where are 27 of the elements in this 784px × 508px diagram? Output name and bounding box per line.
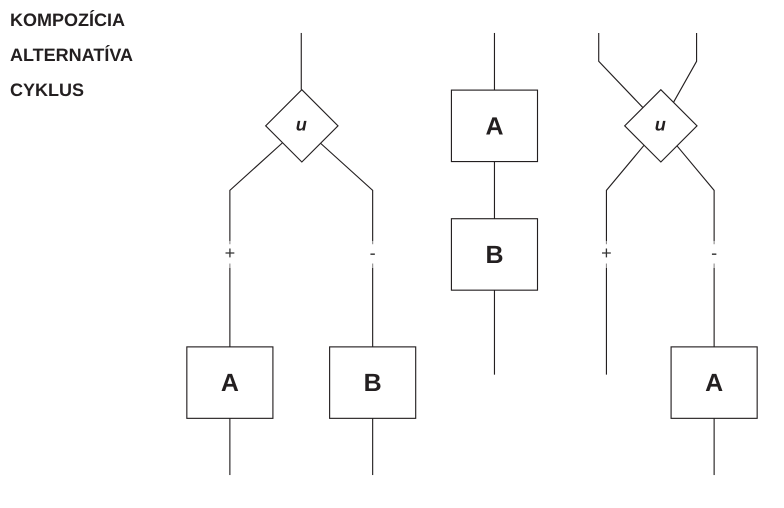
node-box: B — [450, 218, 538, 291]
connector — [494, 162, 496, 219]
connector — [606, 145, 644, 375]
connector — [229, 418, 230, 476]
connector — [672, 32, 698, 103]
edge-label: - — [711, 244, 718, 264]
connector — [300, 32, 302, 90]
node-diamond: u — [624, 88, 698, 163]
node-box: A — [450, 90, 538, 162]
connector — [676, 145, 715, 347]
connector — [714, 418, 715, 476]
edge-label: + — [224, 244, 236, 264]
connector — [598, 32, 644, 108]
node-box: B — [329, 346, 416, 419]
edge-label: + — [601, 244, 612, 264]
connector — [372, 418, 374, 476]
diagram-label: ALTERNATÍVA — [10, 45, 133, 66]
node-box: A — [670, 346, 758, 419]
edge-label: - — [370, 244, 376, 264]
node-box: A — [186, 346, 274, 419]
connector — [494, 290, 496, 375]
diagram-label: CYKLUS — [10, 80, 86, 101]
node-diamond: u — [264, 88, 339, 163]
connector — [229, 142, 283, 347]
connector — [320, 142, 374, 347]
diagram-label: KOMPOZÍCIA — [10, 10, 126, 31]
connector — [494, 32, 496, 90]
